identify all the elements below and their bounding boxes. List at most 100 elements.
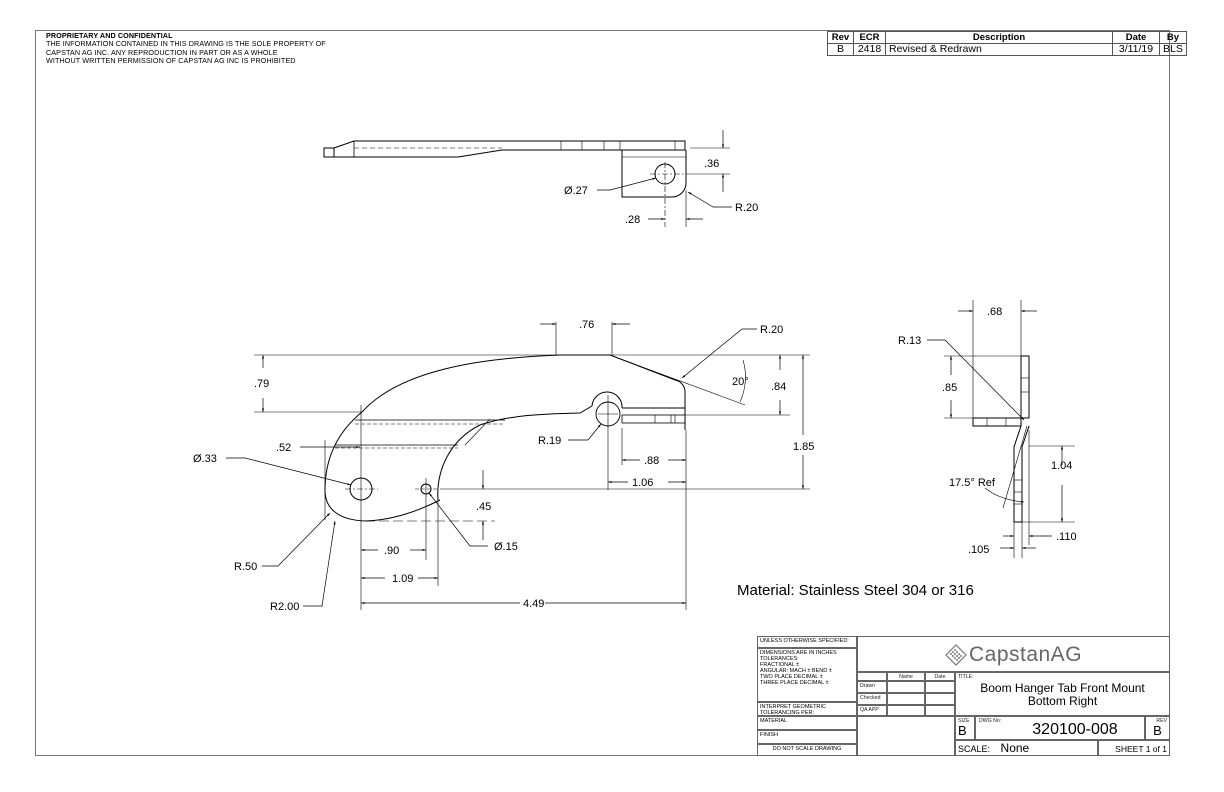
dim-nose-radius: R.50 <box>234 561 257 573</box>
title-label: TITLE: <box>958 674 974 680</box>
scale-value: None <box>1000 741 1030 755</box>
approval-drawn: Drawn <box>857 681 887 693</box>
dim-corner-radius: R.20 <box>760 324 783 336</box>
checked-name <box>887 693 925 705</box>
sheet-cell: SHEET 1 of 1 <box>1098 740 1170 756</box>
size-cell: SIZE B <box>955 716 975 740</box>
tolerance-line: DIMENSIONS ARE IN INCHES <box>760 650 837 656</box>
top-view-tab <box>621 150 687 198</box>
material-value-cell <box>857 716 955 756</box>
pivot-lug <box>591 391 623 409</box>
dim-curve-x: 1.09 <box>392 573 413 585</box>
notice-line: WITHOUT WRITTEN PERMISSION OF CAPSTAN AG… <box>46 56 296 66</box>
dim-large-hole-dia: Ø.33 <box>193 453 217 465</box>
interpret-cell: INTERPRET GEOMETRIC TOLERANCING PER: <box>757 702 857 716</box>
dim-small-hole-x: .90 <box>384 545 399 557</box>
size-label: SIZE <box>958 718 970 724</box>
checked-date <box>925 693 955 705</box>
title-cell: TITLE: Boom Hanger Tab Front Mount Botto… <box>955 672 1170 716</box>
drawing-border <box>35 30 1170 756</box>
dim-overall-length: 4.49 <box>523 598 544 610</box>
scale-label: SCALE: <box>958 744 991 754</box>
dim-right-height: .84 <box>771 381 786 393</box>
interpret-line: TOLERANCING PER: <box>760 710 814 716</box>
dim-side-width: .68 <box>987 306 1002 318</box>
dim-thickness-b: .110 <box>1056 531 1077 543</box>
company-logo: CapstanAG <box>857 638 1170 672</box>
by-cell: BLS <box>1159 43 1187 56</box>
approvals-blank <box>857 672 887 681</box>
top-view-body <box>333 140 686 158</box>
approval-qa: QA APP <box>857 705 887 716</box>
size-value: B <box>958 723 967 738</box>
dwg-no-label: DWG No: <box>979 718 1002 724</box>
front-view-nose <box>324 411 441 522</box>
dim-top-radius: R.20 <box>735 202 758 214</box>
material-note: Material: Stainless Steel 304 or 316 <box>737 582 974 599</box>
title-block: UNLESS OTHERWISE SPECIFIED: DIMENSIONS A… <box>757 636 1170 756</box>
dim-bend-radius: R.13 <box>898 335 921 347</box>
drawn-date <box>925 681 955 693</box>
tolerance-line: ANGULAR: MACH ± BEND ± <box>760 668 832 674</box>
approvals-name-header: Name <box>887 672 925 681</box>
rev-cell: B <box>827 43 854 56</box>
qa-date <box>925 705 955 716</box>
dwg-number: 320100-008 <box>1032 721 1118 738</box>
side-flange <box>972 417 1022 427</box>
material-label: MATERIAL <box>757 716 857 730</box>
dwg-no-cell: DWG No: 320100-008 <box>975 716 1145 740</box>
front-view-top-edge <box>361 354 686 430</box>
do-not-scale: DO NOT SCALE DRAWING <box>757 744 857 756</box>
side-lower-leg <box>1013 425 1030 523</box>
company-name: CapstanAG <box>968 643 1083 666</box>
top-view-tip <box>323 147 335 158</box>
tolerance-line: FRACTIONAL ± <box>760 662 800 668</box>
scale-cell: SCALE: None <box>955 740 1098 756</box>
dim-upper-height: .79 <box>254 378 269 390</box>
drawing-title-line2: Bottom Right <box>1027 694 1098 708</box>
tolerance-line: TWO PLACE DECIMAL ± <box>760 674 823 680</box>
dim-slot-offset: .52 <box>276 442 291 454</box>
dim-tab-length: .88 <box>644 455 659 467</box>
notice-line: CAPSTAN AG INC. ANY REPRODUCTION IN PART… <box>46 47 278 57</box>
rev-label: REV <box>1156 718 1167 724</box>
drawn-name <box>887 681 925 693</box>
side-upper-leg <box>1020 355 1030 419</box>
unless-specified: UNLESS OTHERWISE SPECIFIED: <box>757 636 857 648</box>
rev-value: B <box>1153 723 1162 738</box>
dim-top-offset: .28 <box>625 214 640 226</box>
top-view <box>323 130 732 227</box>
approvals-date-header: Date <box>925 672 955 681</box>
revision-table: Rev ECR Description Date By B 2418 Revis… <box>827 31 1187 56</box>
approval-checked: Checked <box>857 693 887 705</box>
notice-heading: PROPRIETARY AND CONFIDENTIAL <box>46 31 173 40</box>
rev-cell: REV B <box>1145 716 1170 740</box>
dim-thickness-a: .105 <box>968 544 989 556</box>
dim-small-hole-drop: .45 <box>476 501 491 513</box>
dim-overall-height: 1.85 <box>793 441 814 453</box>
qa-name <box>887 705 925 716</box>
dim-pivot-radius: R.19 <box>538 435 561 447</box>
interpret-line: INTERPRET GEOMETRIC <box>760 704 826 710</box>
dim-top-height: .36 <box>704 158 719 170</box>
dim-side-upper-height: .85 <box>942 382 957 394</box>
dim-pivot-to-edge: 1.06 <box>632 477 653 489</box>
dim-bend-angle: 17.5° Ref <box>949 477 996 489</box>
revision-row: B 2418 Revised & Redrawn 3/11/19 BLS <box>827 43 1187 56</box>
drawing-title-line1: Boom Hanger Tab Front Mount <box>980 681 1145 695</box>
dim-side-lower-height: 1.04 <box>1051 460 1072 472</box>
dim-top-hole-dia: Ø.27 <box>564 185 588 197</box>
side-view <box>927 300 1075 558</box>
finish-label: FINISH <box>757 730 857 744</box>
notice-line: THE INFORMATION CONTAINED IN THIS DRAWIN… <box>46 39 326 49</box>
logo-cell <box>857 636 1170 672</box>
dim-small-hole-dia: Ø.15 <box>494 541 518 553</box>
dim-bottom-radius: R2.00 <box>270 601 299 613</box>
dim-angle: 20° <box>732 376 749 388</box>
tolerance-line: TOLERANCES: <box>760 656 799 662</box>
proprietary-notice: PROPRIETARY AND CONFIDENTIAL THE INFORMA… <box>46 31 326 66</box>
dim-top-offset-76: .76 <box>579 319 594 331</box>
date-cell: 3/11/19 <box>1112 43 1160 56</box>
front-view-hook-curve <box>437 405 593 501</box>
